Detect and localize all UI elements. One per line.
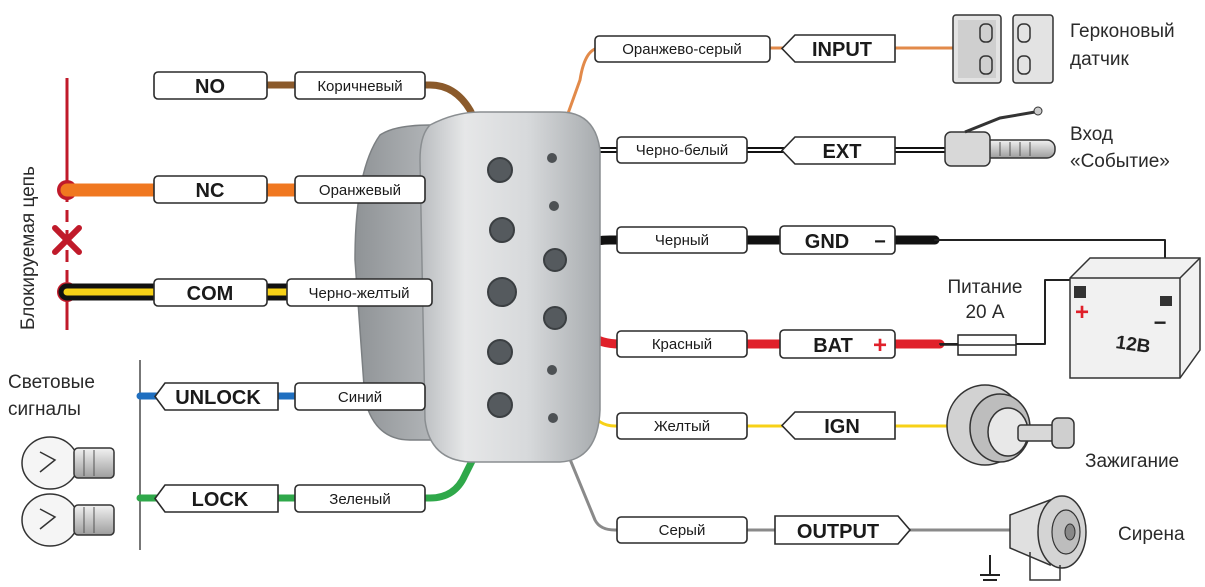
wire-label-orange-gray: Оранжево-серый — [594, 35, 771, 63]
wire-label-orange-text: Оранжевый — [319, 182, 401, 199]
power-label-2: 20 А — [965, 302, 1004, 323]
wire-label-black-white: Черно-белый — [616, 136, 748, 164]
event-input-label-1: Вход — [1070, 124, 1113, 145]
wire-label-black: Черный — [616, 226, 748, 254]
battery-minus: − — [1154, 310, 1167, 335]
wire-label-black-text: Черный — [655, 232, 709, 249]
wire-label-brown-text: Коричневый — [317, 78, 402, 95]
wire-label-brown: Коричневый — [294, 71, 426, 100]
tag-gnd: GND − — [779, 225, 896, 255]
tag-lock: LOCK — [154, 484, 279, 513]
reed-sensor-label-2: датчик — [1070, 49, 1129, 70]
tag-com-text: COM — [187, 283, 234, 305]
lamp-bulb-icon — [21, 493, 115, 547]
throttle-handle-icon — [944, 106, 1056, 167]
tag-input: INPUT — [780, 34, 896, 63]
wire-gray — [551, 416, 1012, 532]
tag-input-text: INPUT — [812, 39, 872, 61]
wire-label-green: Зеленый — [294, 484, 426, 513]
lamp-bulb-icon — [21, 436, 115, 490]
wire-brown — [216, 81, 504, 174]
wire-label-black-yellow-text: Черно-желтый — [309, 285, 410, 302]
reed-sensor-label-1: Герконовый — [1070, 21, 1175, 42]
wire-orange-gray — [550, 46, 962, 160]
tag-ign-text: IGN — [824, 416, 860, 438]
siren-icon — [980, 495, 1087, 581]
power-label-1: Питание — [948, 277, 1023, 298]
wire-label-yellow: Желтый — [616, 412, 748, 440]
wire-label-black-yellow: Черно-желтый — [286, 278, 433, 307]
wire-label-orange-gray-text: Оранжево-серый — [622, 41, 742, 58]
wire-label-yellow-text: Желтый — [654, 418, 710, 435]
wire-label-orange: Оранжевый — [294, 175, 426, 204]
blocked-circuit-label: Блокируемая цепь — [18, 166, 39, 330]
tag-bat-text: BAT — [813, 335, 853, 357]
wire-label-gray: Серый — [616, 516, 748, 544]
cross-mark-icon — [52, 225, 82, 255]
tag-nc-text: NC — [196, 180, 225, 202]
tag-ext-text: EXT — [823, 141, 862, 163]
ignition-label: Зажигание — [1085, 451, 1179, 472]
wire-label-black-white-text: Черно-белый — [636, 142, 728, 159]
battery-plus: + — [1075, 299, 1089, 326]
tag-no-text: NO — [195, 76, 225, 98]
light-signals-label-2: сигналы — [8, 399, 81, 420]
tag-lock-text: LOCK — [192, 489, 249, 511]
siren-label: Сирена — [1118, 524, 1185, 545]
tag-bat-sign: + — [873, 332, 887, 359]
tag-output: OUTPUT — [774, 515, 912, 545]
wire-label-gray-text: Серый — [659, 522, 706, 539]
wire-label-green-text: Зеленый — [329, 491, 390, 508]
fuse-icon — [940, 334, 1017, 356]
tag-com: COM — [153, 278, 268, 307]
tag-nc: NC — [153, 175, 268, 204]
battery-voltage: 12В — [1114, 332, 1151, 358]
wire-green — [136, 401, 504, 502]
tag-unlock: UNLOCK — [154, 382, 279, 411]
tag-ext: EXT — [780, 136, 896, 165]
tag-gnd-sign: − — [874, 231, 886, 253]
battery-icon — [1069, 257, 1201, 379]
tag-gnd-text: GND — [805, 231, 849, 253]
module-connector — [354, 111, 601, 463]
light-signals-label-1: Световые — [8, 372, 95, 393]
tag-unlock-text: UNLOCK — [175, 387, 261, 409]
event-input-label-2: «Событие» — [1070, 151, 1170, 172]
wire-label-blue-text: Синий — [338, 389, 382, 406]
wire-label-red: Красный — [616, 330, 748, 358]
tag-output-text: OUTPUT — [797, 521, 879, 543]
tag-ign: IGN — [780, 411, 896, 440]
ignition-lock-icon — [946, 384, 1075, 466]
tag-bat: BAT + — [779, 329, 896, 359]
reed-switch-icon — [952, 14, 1054, 84]
wire-yellow — [550, 368, 962, 428]
wire-label-red-text: Красный — [652, 336, 712, 353]
wire-label-blue: Синий — [294, 382, 426, 411]
tag-no: NO — [153, 71, 268, 100]
